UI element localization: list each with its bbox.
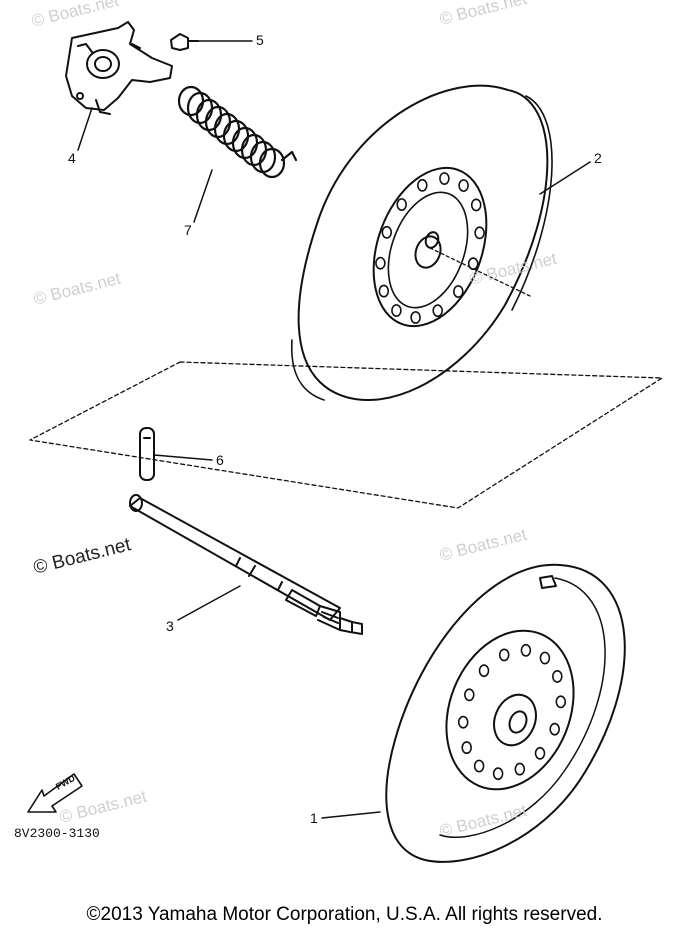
callout-7: 7 <box>184 222 192 238</box>
bracket-part <box>65 21 173 115</box>
bolt-hole <box>473 759 485 773</box>
fixed-sheave-holes <box>457 643 567 781</box>
bolt-hole <box>381 225 393 239</box>
bolt-hole <box>432 304 444 318</box>
callout-4: 4 <box>68 150 76 166</box>
bolt-hole <box>539 651 551 665</box>
leader-1 <box>321 811 381 819</box>
bolt-hole <box>498 648 510 662</box>
callout-1: 1 <box>310 810 318 826</box>
leader-2 <box>539 161 591 195</box>
bolt-hole <box>534 746 546 760</box>
callout-3: 3 <box>166 618 174 634</box>
bolt-hole <box>410 311 421 324</box>
pin-part <box>170 33 199 51</box>
bolt-hole <box>375 256 386 270</box>
bolt-hole <box>391 304 402 317</box>
bolt-hole <box>514 762 526 776</box>
bolt-hole <box>439 172 450 185</box>
bolt-hole <box>478 664 490 678</box>
reference-plane <box>29 361 663 509</box>
bolt-hole <box>458 179 469 192</box>
exploded-parts-diagram: FWD <box>27 21 663 863</box>
bolt-hole <box>555 695 567 709</box>
sheave-holes <box>375 172 485 324</box>
axis-line <box>429 247 531 297</box>
leader-4 <box>77 107 93 151</box>
bolt-hole <box>492 767 504 781</box>
bolt-hole <box>396 198 408 211</box>
bolt-hole <box>452 285 464 298</box>
bolt-hole <box>551 669 563 683</box>
leader-3 <box>177 585 241 621</box>
bolt-hole <box>378 284 390 298</box>
spring-part <box>177 85 298 179</box>
callout-5: 5 <box>256 32 264 48</box>
copyright-notice: ©2013 Yamaha Motor Corporation, U.S.A. A… <box>86 904 603 925</box>
shaft-part <box>129 494 363 635</box>
leader-7 <box>193 169 213 223</box>
bolt-hole <box>416 178 428 192</box>
bolt-hole <box>461 741 473 755</box>
bolt-hole <box>457 715 469 729</box>
fwd-label: FWD <box>54 773 77 792</box>
bolt-hole <box>470 198 482 212</box>
key-part <box>139 427 155 481</box>
bolt-hole <box>474 226 485 240</box>
callout-2: 2 <box>594 150 602 166</box>
fixed-sheave-part <box>385 563 626 863</box>
bolt-hole <box>549 722 561 736</box>
leader-6 <box>153 454 213 461</box>
movable-sheave-part <box>290 84 553 401</box>
bolt-hole <box>520 643 532 657</box>
diagram-code: 8V2300-3130 <box>14 826 100 841</box>
bolt-hole <box>463 688 475 702</box>
callout-6: 6 <box>216 452 224 468</box>
